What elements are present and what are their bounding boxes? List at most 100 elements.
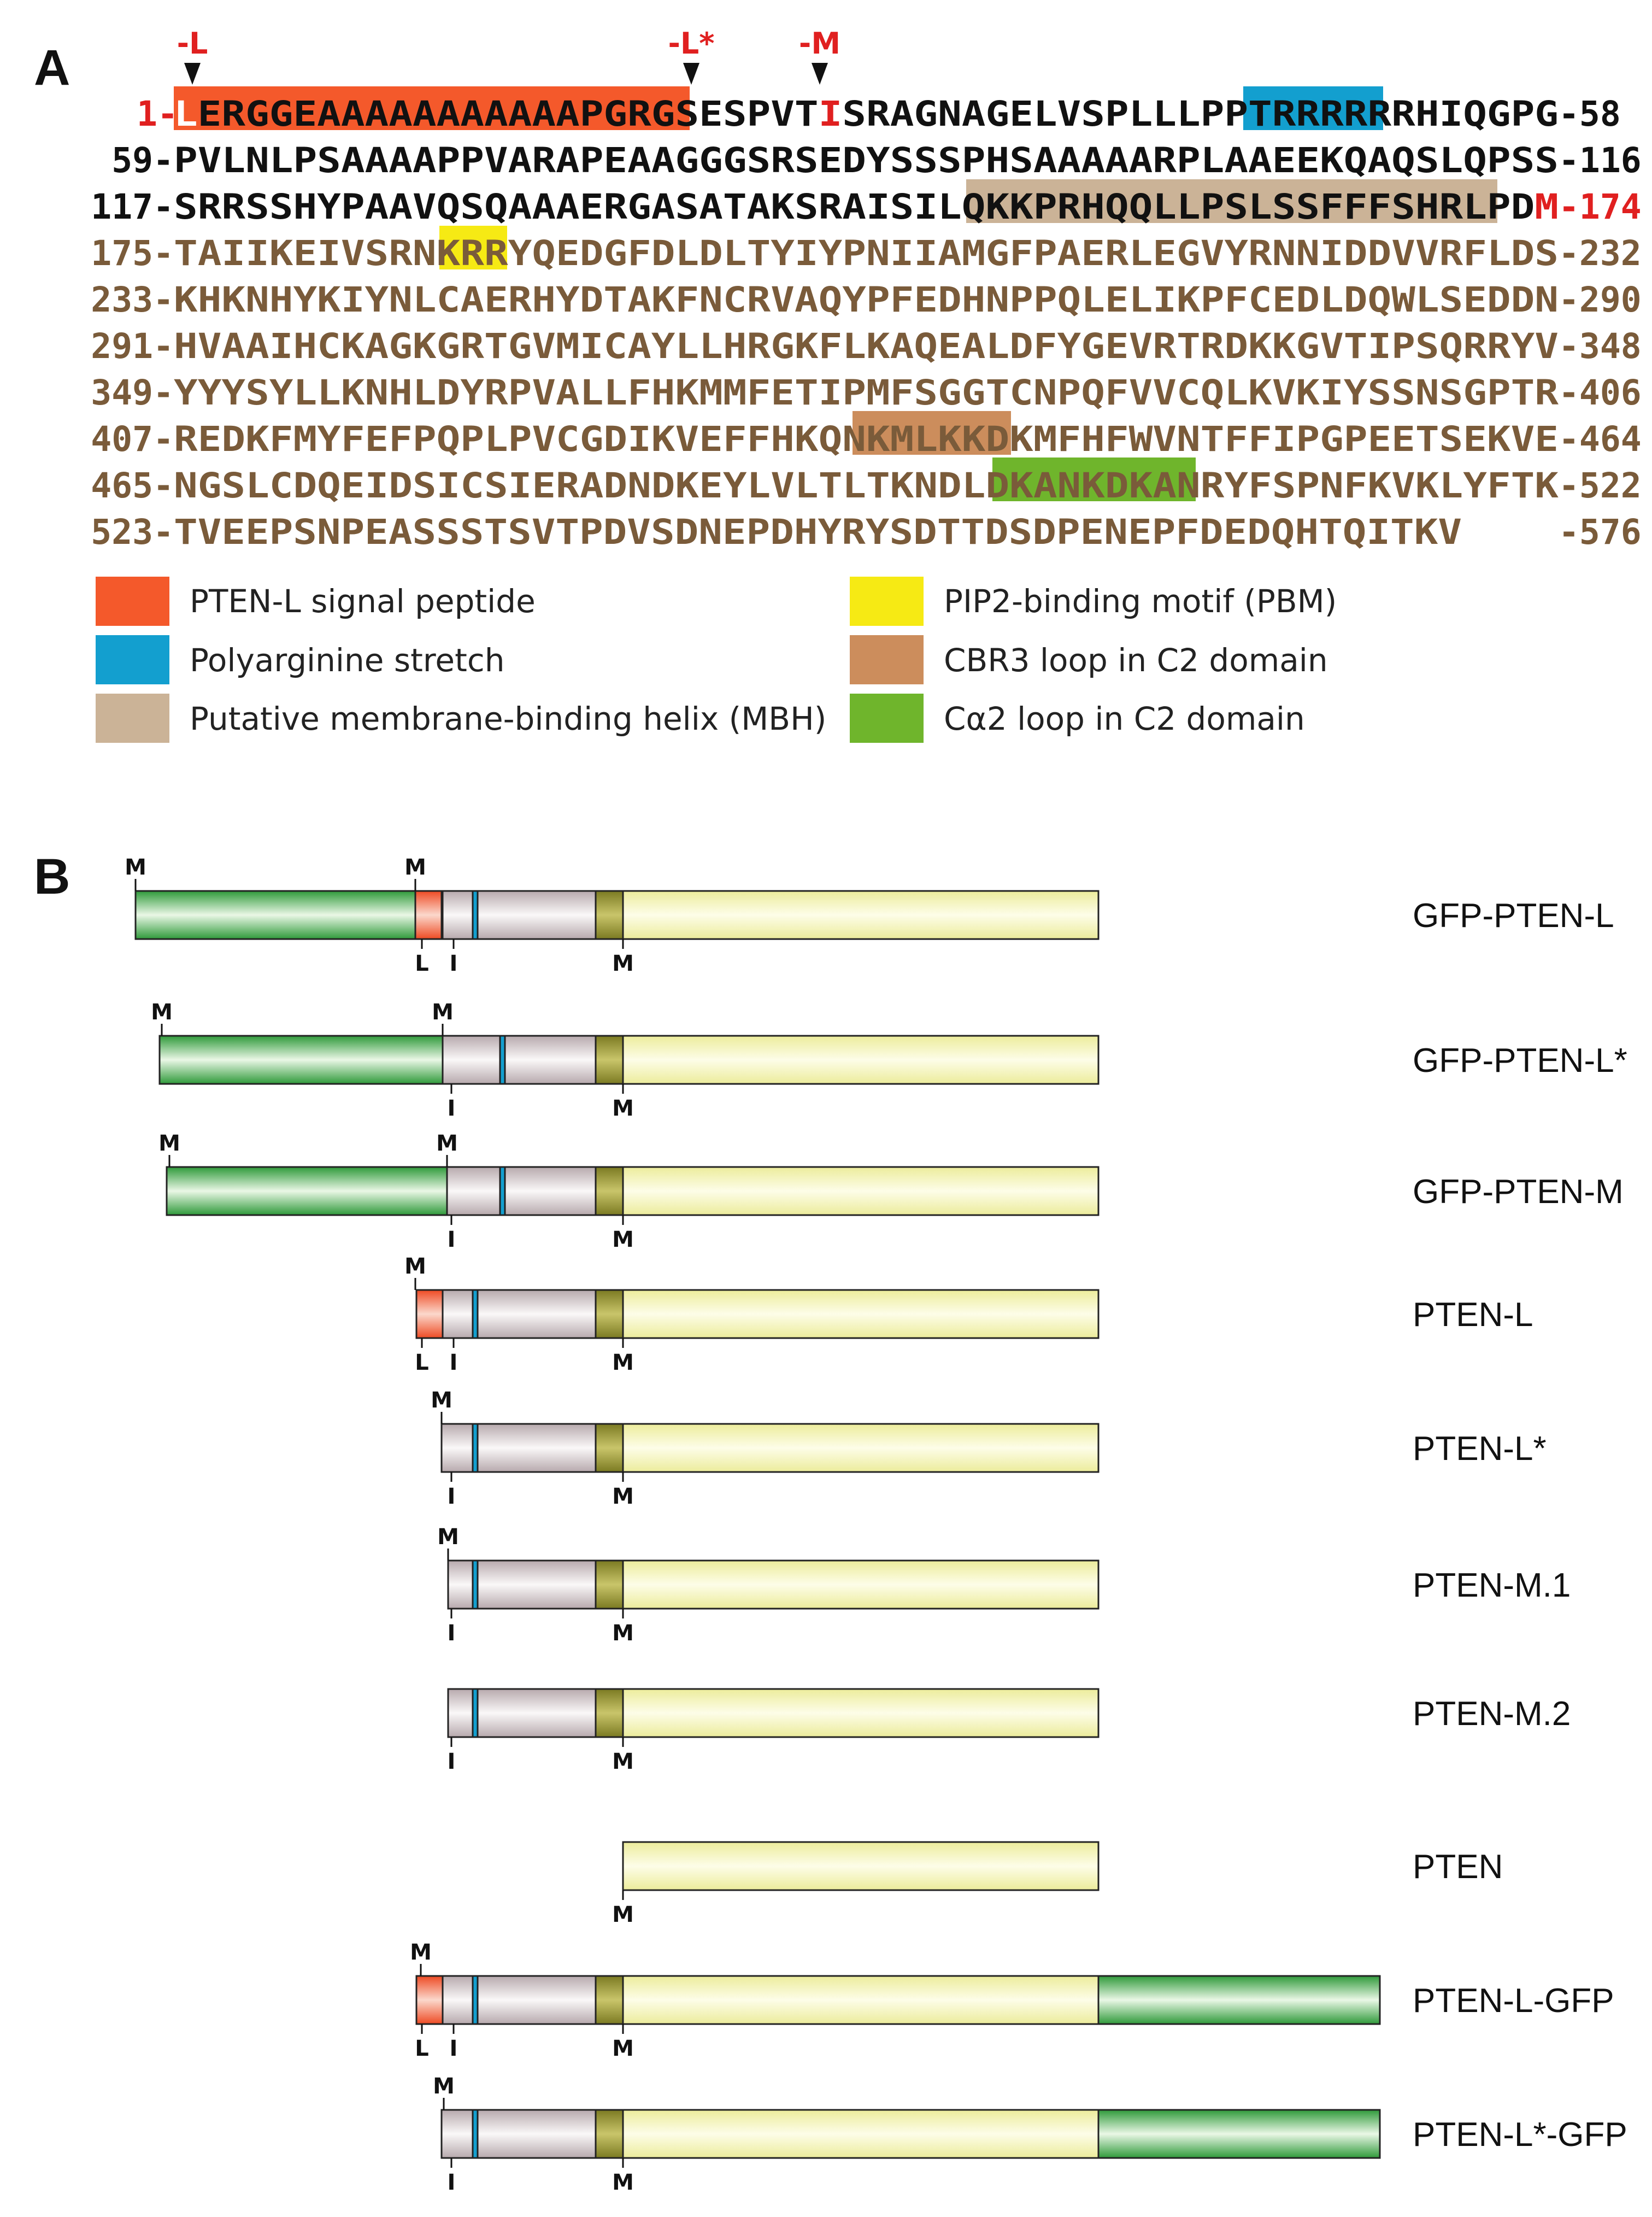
pten-core-domain: [622, 1688, 1100, 1738]
pten-long-extension: [442, 1975, 597, 2025]
pten-long-extension: [440, 2109, 597, 2159]
residue-i-start: I: [819, 94, 843, 134]
gfp-domain-n-terminal: [134, 890, 416, 940]
line-tail: -522: [1559, 466, 1642, 506]
start-site-label: M: [410, 1940, 432, 1965]
pten-long-extension: [447, 1688, 597, 1738]
line-number: 59-: [111, 140, 174, 180]
pten-core-domain: [622, 1035, 1100, 1085]
highlight-cbr3: [853, 411, 1011, 455]
construct-name: PTEN-L: [1413, 1296, 1533, 1334]
panel-a-label: A: [34, 40, 70, 96]
site-label: L: [415, 1350, 429, 1375]
site-label: I: [448, 1227, 456, 1252]
start-site-label: M: [125, 855, 146, 880]
line-number: 523-: [91, 512, 174, 552]
construct-name: GFP-PTEN-M: [1413, 1173, 1624, 1211]
site-label: M: [612, 1227, 634, 1252]
pten-long-extension: [447, 1559, 597, 1610]
sequence-residues: SRRSSHYPAAVQSQAAAERGASATAKSRAISILQKKPRHQ…: [174, 187, 1559, 227]
start-site-label: M: [151, 1000, 173, 1025]
construct-name: PTEN-L-GFP: [1413, 1982, 1614, 2020]
residues-rest: SRAGNAGELVSPLLLPPTRRRRRRHIQGPG: [842, 94, 1559, 134]
residue-l-start: L: [174, 94, 198, 134]
signal-peptide-segment: [415, 1975, 444, 2025]
site-label: M: [612, 1621, 634, 1646]
site-label: L: [415, 951, 429, 976]
site-label: M: [612, 1749, 634, 1774]
legend-label-signal-peptide: PTEN-L signal peptide: [190, 583, 536, 620]
sequence-residues: NGSLCDQEIDSICSIERADNDKEYLVLTLTKNDLDKANKD…: [174, 466, 1559, 506]
pten-core-domain: [622, 1975, 1100, 2025]
residues-mid: ESPVT: [699, 94, 818, 134]
start-site-markers: -L -L* -M: [177, 26, 840, 85]
line-number: 407-: [91, 419, 174, 459]
line-tail: -232: [1559, 233, 1642, 273]
legend-label-polyarginine: Polyarginine stretch: [190, 642, 505, 679]
highlight-calpha2: [992, 458, 1196, 501]
line-number: 175-: [91, 233, 174, 273]
site-label: M: [612, 1096, 634, 1121]
site-label: I: [448, 1484, 456, 1509]
legend-swatch-calpha2: [850, 694, 924, 743]
pten-core-domain: [622, 1423, 1100, 1473]
site-label: I: [448, 1749, 456, 1774]
gfp-domain-c-terminal: [1097, 1975, 1381, 2025]
line-tail: -464: [1559, 419, 1642, 459]
sequence-residues: PVLNLPSAAAAPPVARAPEAAGGGSRSEDYSSSPHSAAAA…: [174, 140, 1559, 180]
residue-m-start: M: [1535, 187, 1559, 227]
site-label: M: [612, 2036, 634, 2061]
start-site-label: M: [404, 855, 426, 880]
legend-label-pbm: PIP2-binding motif (PBM): [944, 583, 1337, 620]
highlight-signal-peptide: [174, 86, 690, 130]
pten-long-extension: [442, 890, 597, 940]
marker-arrow-l: [184, 63, 201, 85]
pten-core-domain: [622, 890, 1100, 940]
polyarginine-segment: [472, 1289, 479, 1339]
polyarginine-segment: [472, 1688, 479, 1738]
sequence-residues: TVEEPSNPEASSSTSVTPDVSDNEPDHYRYSDTTDSDPEN…: [174, 512, 1462, 552]
pten-core-domain: [622, 2109, 1100, 2159]
legend-swatch-pbm: [850, 577, 924, 626]
legend-swatch-polyarginine: [96, 635, 169, 684]
line-tail: -348: [1559, 326, 1642, 366]
site-label: I: [450, 2036, 458, 2061]
polyarginine-segment: [472, 1423, 479, 1473]
legend-label-mbh: Putative membrane-binding helix (MBH): [190, 700, 826, 737]
marker-label-m: -M: [799, 26, 840, 61]
sequence-residues: TAIIKEIVSRNKRRYQEDGFDLDLTYIYPNIIAMGFPAER…: [174, 233, 1559, 273]
construct-name: GFP-PTEN-L: [1413, 897, 1614, 935]
construct-name: PTEN-M.1: [1413, 1567, 1571, 1604]
signal-peptide-segment: [415, 1289, 444, 1339]
start-site-label: M: [404, 1254, 426, 1279]
sequence-residues: KHKNHYKIYNLCAERHYDTAKFNCRVAQYPFEDHNPPQLE…: [174, 280, 1559, 320]
line-tail: -116: [1559, 140, 1642, 180]
polyarginine-segment: [499, 1035, 506, 1085]
pten-core-domain: [622, 1841, 1100, 1891]
mbh-segment: [595, 1166, 624, 1216]
mbh-segment: [595, 2109, 624, 2159]
mbh-segment: [595, 1289, 624, 1339]
start-site-label: M: [437, 1524, 459, 1550]
marker-arrow-m: [812, 63, 828, 85]
line-number: 291-: [91, 326, 174, 366]
site-label: I: [448, 1096, 456, 1121]
marker-label-l-star: -L*: [668, 26, 714, 61]
line-number: 233-: [91, 280, 174, 320]
residues-signal: ERGGEAAAAAAAAAAAPGRGS: [198, 94, 699, 134]
legend-swatch-signal-peptide: [96, 577, 169, 626]
mbh-segment: [595, 1559, 624, 1610]
panel-b-label: B: [34, 849, 70, 905]
highlight-mbh: [966, 179, 1497, 223]
start-site-label: M: [433, 2074, 455, 2099]
site-label: L: [415, 2036, 429, 2061]
polyarginine-segment: [472, 890, 479, 940]
mbh-segment: [595, 1688, 624, 1738]
legend-label-calpha2: Cα2 loop in C2 domain: [944, 700, 1305, 737]
